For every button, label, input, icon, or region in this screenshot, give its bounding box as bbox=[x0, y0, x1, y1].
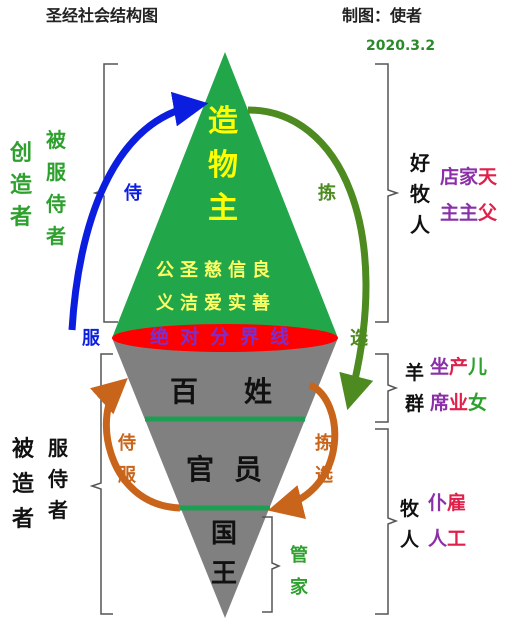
people-label-1: 百 bbox=[170, 375, 199, 408]
master-row-1: 店家天 bbox=[440, 166, 498, 188]
servant-row-1: 仆雇 bbox=[428, 492, 467, 514]
inner-serve-arrow bbox=[90, 377, 181, 512]
sheep-label: 羊群 bbox=[405, 362, 425, 416]
inner-choose-label: 拣选 bbox=[315, 433, 333, 487]
creator-inner-label: 被服侍者 bbox=[46, 128, 66, 248]
creator-outer-label: 创造者 bbox=[10, 141, 33, 230]
created-outer-label: 被造者 bbox=[12, 437, 35, 533]
inner-serve-label: 侍服 bbox=[118, 433, 136, 487]
diagram-title: 圣经社会结构图 bbox=[46, 6, 159, 25]
steward-label: 管家 bbox=[290, 545, 308, 599]
boundary-label: 绝对分界线 bbox=[150, 326, 301, 348]
creator-bracket bbox=[92, 63, 118, 323]
inner-choose-arrow bbox=[267, 381, 339, 520]
virtues-row-2: 义洁爱实善 bbox=[156, 293, 276, 314]
master-row-2: 主主父 bbox=[440, 202, 498, 224]
officials-label-1: 官 bbox=[186, 453, 215, 486]
diagram-date: 2020.3.2 bbox=[366, 38, 436, 54]
seat-row-1: 坐产儿 bbox=[430, 356, 488, 378]
serve-label-upper: 侍 bbox=[124, 183, 142, 204]
choose-arrow bbox=[247, 106, 374, 411]
creator-triangle bbox=[112, 52, 338, 338]
boundary-ellipse bbox=[112, 324, 338, 352]
steward-bracket bbox=[262, 516, 281, 613]
people-label-2: 姓 bbox=[244, 375, 273, 408]
creator-label: 造物主 bbox=[208, 104, 238, 226]
virtues-row-1: 公圣慈信良 bbox=[156, 260, 276, 281]
created-bracket bbox=[89, 353, 113, 615]
choose-label-lower: 选 bbox=[350, 328, 368, 349]
officials-label-2: 员 bbox=[234, 453, 263, 486]
seat-row-2: 席业女 bbox=[430, 392, 488, 414]
good-shepherd-label: 好牧人 bbox=[410, 151, 430, 237]
choose-label-upper: 拣 bbox=[318, 183, 336, 204]
serve-label-lower: 服 bbox=[82, 328, 100, 349]
sheep-bracket bbox=[375, 353, 399, 423]
creator-right-bracket bbox=[375, 63, 400, 323]
king-label: 国王 bbox=[211, 519, 238, 590]
shepherd-bracket bbox=[375, 428, 399, 615]
author-credit: 制图：使者 bbox=[342, 6, 423, 25]
people-triangle bbox=[112, 338, 338, 618]
servant-row-2: 人工 bbox=[428, 528, 467, 550]
created-inner-label: 服侍者 bbox=[48, 436, 68, 522]
shepherd-label: 牧人 bbox=[400, 498, 420, 552]
serve-arrow bbox=[68, 91, 209, 331]
